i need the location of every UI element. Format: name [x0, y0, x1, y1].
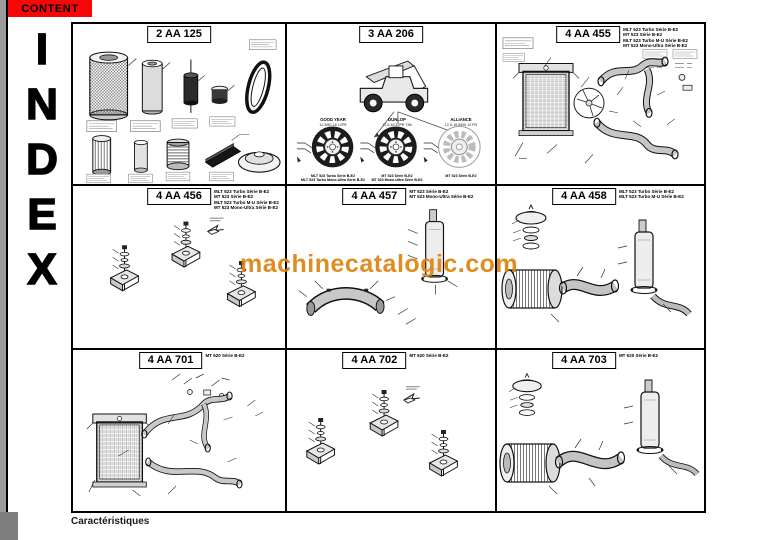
- page-edge-strip: [0, 0, 7, 540]
- filters-diagram: [86, 39, 281, 184]
- index-panel-4aa458[interactable]: 4 AA 458 MLT 523 Turbo Série B-E2 MLT 52…: [497, 186, 704, 350]
- radiator-diagram: [502, 37, 698, 164]
- tire-models: MT 523 Série B-E2 MT 523 Mono-Ultra Séri…: [371, 174, 423, 183]
- index-panel-2aa125[interactable]: 2 AA 125: [73, 24, 287, 186]
- index-letter: E: [27, 189, 58, 240]
- index-letter: D: [25, 134, 58, 185]
- air-cleaner-diagram: [499, 373, 700, 495]
- index-panel-4aa702[interactable]: 4 AA 702 MT 620 Série B-E2: [287, 350, 497, 511]
- page-edge-line: [6, 0, 8, 513]
- content-tab: CONTENT: [8, 0, 92, 17]
- index-panel-3aa206[interactable]: 3 AA 206 GOOD YEAR: [287, 24, 497, 186]
- tire-models: MT 523 Série B-E2: [445, 174, 477, 178]
- index-grid: 2 AA 125: [71, 22, 706, 513]
- panel-models: MT 620 Série B-E2: [618, 353, 658, 358]
- panel-code: 4 AA 701: [138, 352, 203, 369]
- panel-code: 4 AA 702: [342, 352, 407, 369]
- content-tab-label: CONTENT: [21, 2, 79, 15]
- tire-caption-alliance: ALLIANCE 12.5-18 8906 12 PR: [444, 117, 478, 127]
- panel-code: 4 AA 456: [147, 188, 211, 205]
- exhaust-diagram: [298, 209, 458, 325]
- tyres-diagram: [287, 60, 495, 184]
- panel-models: MT 523 Série B-E2 MT 523 Mono-Ultra Séri…: [409, 189, 474, 200]
- panel-code: 4 AA 703: [552, 352, 616, 369]
- panel-models: MLT 523 Turbo Série B-E2 MT 523 Série B-…: [623, 27, 688, 49]
- page-corner-shadow: [0, 512, 18, 540]
- index-panel-4aa701[interactable]: 4 AA 701 MT 620 Série B-E2: [73, 350, 287, 511]
- index-panel-4aa455[interactable]: 4 AA 455 MLT 523 Turbo Série B-E2 MT 523…: [497, 24, 704, 186]
- index-panel-4aa457[interactable]: 4 AA 457 MT 523 Série B-E2 MT 523 Mono-U…: [287, 186, 497, 350]
- radiator-diagram: [86, 373, 264, 497]
- air-cleaner-diagram: [501, 204, 692, 323]
- panel-code: 4 AA 458: [552, 188, 616, 205]
- panel-models: MT 620 Série B-E2: [205, 353, 245, 358]
- index-letter: X: [27, 244, 58, 295]
- index-letter: N: [25, 79, 58, 130]
- index-panel-4aa456[interactable]: 4 AA 456 MLT 523 Turbo Série B-E2 MT 523…: [73, 186, 287, 350]
- tire-models: MLT 523 Turbo Série B-E2 MLT 523 Turbo M…: [301, 174, 365, 183]
- panel-code: 4 AA 457: [342, 188, 407, 205]
- index-letter: I: [35, 24, 49, 75]
- tire-caption-dunlop: DUNLOP 12.5-18 12PR T86: [382, 117, 412, 127]
- index-panel-4aa703[interactable]: 4 AA 703 MT 620 Série B-E2: [497, 350, 704, 511]
- tire-caption-goodyear: GOOD YEAR 12.5/80-18 12PR: [319, 117, 347, 127]
- panel-models: MLT 523 Turbo Série B-E2 MLT 523 Turbo M…: [618, 189, 684, 200]
- panel-code: 3 AA 206: [359, 26, 423, 43]
- panel-code: 4 AA 455: [556, 26, 620, 43]
- engine-mounts-diagram: [306, 385, 458, 477]
- panel-models: MT 620 Série B-E2: [409, 353, 449, 358]
- panel-code: 2 AA 125: [147, 26, 211, 43]
- panel-models: MLT 523 Turbo Série B-E2 MT 523 Série B-…: [214, 189, 279, 211]
- index-vertical-label: I N D E X: [22, 24, 62, 299]
- footer-caption: Caractéristiques: [71, 516, 150, 527]
